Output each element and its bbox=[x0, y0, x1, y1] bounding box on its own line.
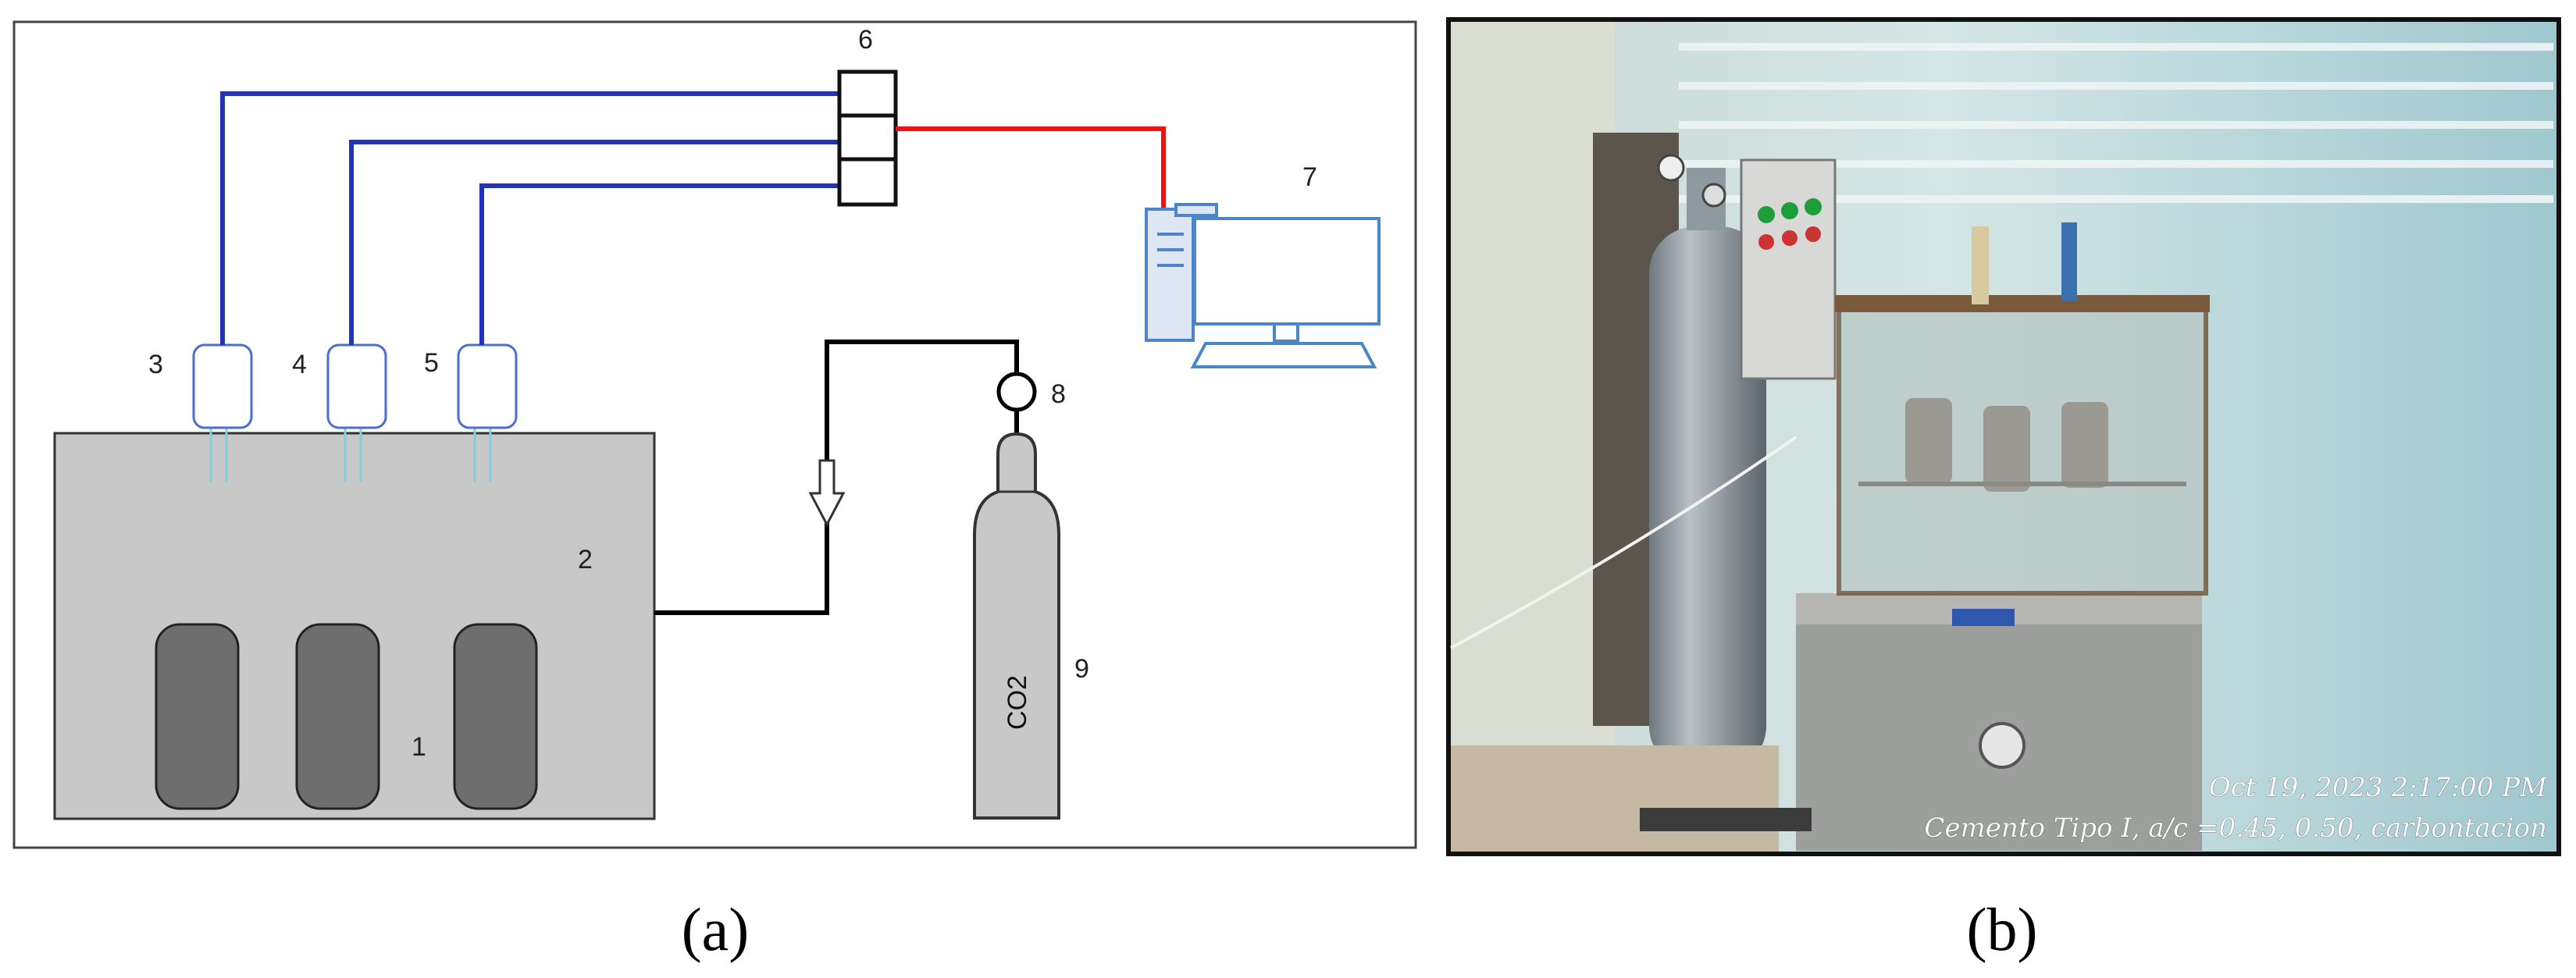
panel-b-photo: Oct 19, 2023 2:17:00 PM Cemento Tipo I, … bbox=[1446, 17, 2561, 856]
sensor-wires bbox=[220, 91, 839, 345]
label-6: 6 bbox=[858, 25, 873, 55]
computer-icon bbox=[1145, 203, 1381, 368]
specimen-3 bbox=[453, 623, 538, 810]
sensor-3 bbox=[192, 343, 253, 429]
panel-a-schematic: CO2 1 2 3 4 5 6 7 8 9 bbox=[12, 20, 1417, 849]
photo-cable bbox=[1450, 436, 1797, 649]
label-5: 5 bbox=[424, 348, 439, 378]
data-logger bbox=[837, 69, 898, 207]
sensor-4 bbox=[326, 343, 387, 429]
sensor-5 bbox=[457, 343, 518, 429]
label-7: 7 bbox=[1302, 162, 1317, 192]
label-8: 8 bbox=[1051, 379, 1066, 409]
photo-gas-cylinder bbox=[1649, 154, 1766, 773]
label-2: 2 bbox=[578, 545, 593, 574]
label-9: 9 bbox=[1074, 654, 1089, 684]
label-1: 1 bbox=[412, 732, 426, 762]
label-4: 4 bbox=[292, 350, 307, 379]
caption-a: (a) bbox=[682, 895, 750, 963]
sensor-probes bbox=[209, 428, 492, 482]
photo-glass-chamber bbox=[1835, 222, 2210, 626]
photo-control-box bbox=[1740, 158, 1837, 380]
specimen-2 bbox=[295, 623, 380, 810]
data-cable bbox=[896, 126, 1166, 209]
label-3: 3 bbox=[148, 350, 163, 379]
specimen-1 bbox=[155, 623, 240, 810]
caption-b: (b) bbox=[1967, 895, 2038, 963]
photo-timestamp: Oct 19, 2023 2:17:00 PM bbox=[2209, 772, 2548, 803]
photo-foreground-table bbox=[1451, 745, 1779, 852]
valve-8 bbox=[996, 372, 1037, 412]
photo-cabinet bbox=[1796, 593, 2202, 851]
photo-description: Cemento Tipo I, a/c =0.45, 0.50, carbont… bbox=[1924, 813, 2547, 844]
cylinder-label: CO2 bbox=[1003, 675, 1032, 730]
co2-cylinder bbox=[973, 432, 1060, 820]
flow-direction-arrow bbox=[808, 459, 846, 528]
co2-supply-line bbox=[654, 340, 1019, 615]
